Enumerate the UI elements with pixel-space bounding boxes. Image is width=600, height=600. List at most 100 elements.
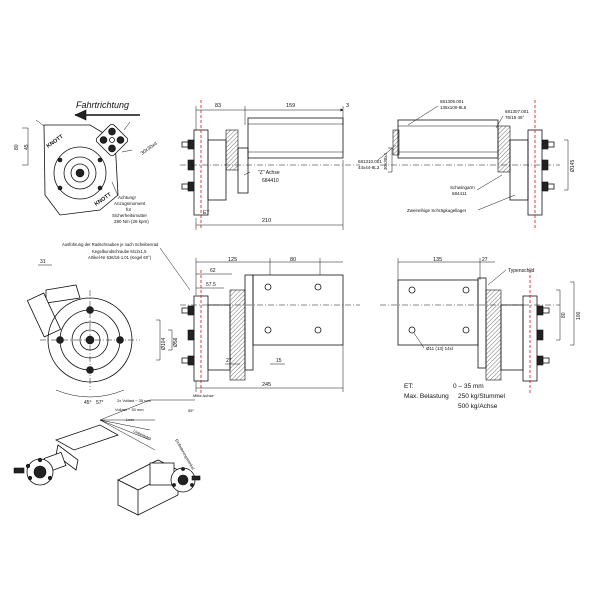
swing-code: 684411 (452, 191, 467, 196)
part2-code: 681307.001 (505, 109, 529, 114)
hub-axle-nut (75, 168, 85, 178)
angle-arc (55, 389, 125, 398)
dim-57-5: 57.5 (206, 282, 216, 288)
spec-load-axle: 500 kg/Achse (458, 403, 498, 410)
spec-load-label: Max. Belastung (404, 393, 449, 400)
dim-245: 245 (262, 382, 271, 388)
hub-body-right (500, 304, 524, 371)
top-right-front-view: Ø145 30x30x4 681309.001 135x100-8L6 6813… (358, 99, 576, 230)
swing-arm-section-right (485, 289, 502, 381)
axle-label: "Z" Achse (258, 170, 280, 176)
leader-line (476, 174, 503, 191)
direction-indicator: Fahrtrichtung (74, 100, 140, 121)
dim-27: 27 (226, 358, 232, 364)
iso-mount-plate (55, 424, 119, 451)
leader-line (159, 247, 191, 291)
brand-label-1: KNOTT (46, 133, 65, 149)
dim-80: 80 (14, 144, 20, 150)
torque-note-line: Sicherheitsmutter (112, 213, 148, 218)
hole-note: Ø11 (13) 14xl (426, 346, 453, 351)
swing-label: Schwingarm (450, 185, 475, 190)
hub-body-right (509, 139, 529, 201)
leader-line (121, 149, 133, 153)
wheel-bolt (187, 305, 195, 316)
axle-code: 684410 (262, 178, 279, 184)
wheel-bolt (541, 139, 549, 150)
bottom-middle-top-view: 125 80 62 57.5 Ø104 Ø56 27 15 245 (156, 257, 360, 395)
part3-size: 44x44-8L3 (358, 165, 380, 170)
swing-arm-section (225, 129, 239, 171)
deflection-label: Vollast ~ 30 mm (115, 407, 144, 412)
brand-label-2: KNOTT (94, 191, 113, 207)
wheel-bolt (187, 355, 195, 366)
part1-size: 135x100-8L6 (440, 105, 467, 110)
hub-dim: Ø145 (570, 160, 576, 172)
dim-3: 3 (346, 103, 349, 109)
square-tube-right (397, 119, 499, 159)
hub-outer-circle (53, 146, 107, 200)
axle-nut (187, 329, 195, 341)
mount-plate-top (252, 274, 344, 346)
torque-note-line: für (126, 207, 132, 212)
bolt-dot (97, 157, 103, 163)
wheel-bolt-tip (181, 141, 189, 148)
dim-line-30 (388, 147, 393, 173)
direction-arrow-head (74, 109, 87, 121)
spec-et-label: ET: (404, 383, 414, 390)
bolt-dot (57, 157, 63, 163)
direction-label: Fahrtrichtung (76, 100, 129, 110)
dim-100: 100 (576, 311, 582, 320)
specifications: ET: 0 – 35 mm Max. Belastung 250 kg/Stum… (404, 383, 506, 410)
leader-line (377, 144, 397, 161)
deflection-label: Mitte Achse (193, 393, 214, 398)
bearing-label: Zweireihige Schrägkugellager (407, 208, 467, 213)
leader-line (111, 181, 119, 197)
hub-flange-right (522, 295, 538, 382)
tube-end-cap (392, 129, 400, 156)
hub-mid-circle (63, 156, 97, 190)
leader-line (243, 171, 251, 176)
part3-code: 681310.001 (358, 159, 382, 164)
top-middle-front-view: 83 159 3 ET "Z" Achse 684410 210 (180, 100, 360, 230)
plate-label: Typenschild (508, 268, 535, 274)
wheel-bolt-tip (547, 183, 555, 190)
deflection-label: 2x Vollast ~ 35 mm (117, 398, 152, 403)
hub-dim: Ø104 (161, 338, 167, 350)
leader-line (407, 105, 439, 126)
dim-83: 83 (215, 103, 221, 109)
dim-135: 135 (433, 257, 442, 263)
deflection-label: Einfederungswinkel (174, 438, 196, 471)
dim-159: 159 (286, 103, 295, 109)
square-tube (247, 117, 344, 159)
dim-80: 80 (561, 312, 567, 318)
rubber-cartridge (95, 123, 129, 157)
spec-load-stub: 250 kg/Stummel (458, 393, 506, 400)
torque-note-line: Achtung! (118, 195, 136, 200)
dim-210: 210 (262, 218, 271, 224)
angle-dim: 57° (96, 400, 104, 406)
dim-27: 27 (482, 257, 488, 263)
wheel-bolt (541, 181, 549, 192)
swing-arm-section (229, 289, 246, 381)
bolt-note-line: Ausführung der Radschrauben je nach Sche… (62, 242, 159, 247)
bottom-left-side-view: Ausführung der Radschrauben je nach Sche… (26, 242, 214, 471)
dim-45: 45 (24, 144, 30, 150)
wheel-bolt-tip (547, 141, 555, 148)
shaft-dim: 30x30x4 (383, 152, 388, 170)
torsion-tube-end (237, 147, 249, 194)
mount-bracket (244, 274, 254, 371)
hub-body (207, 139, 227, 201)
leader-line (35, 119, 45, 127)
hub-flange (193, 295, 209, 382)
swing-arm-outline (43, 124, 119, 216)
dim-31: 31 (40, 259, 46, 265)
dim-line-145 (564, 139, 569, 191)
center-dim: Ø56 (173, 337, 179, 347)
spec-et-value: 0 – 35 mm (453, 383, 484, 390)
dim-62: 62 (210, 268, 216, 274)
leader-line (123, 121, 131, 131)
deflection-label: 55° (188, 408, 194, 413)
bolt-dot (57, 185, 63, 191)
leader-line (495, 115, 504, 129)
